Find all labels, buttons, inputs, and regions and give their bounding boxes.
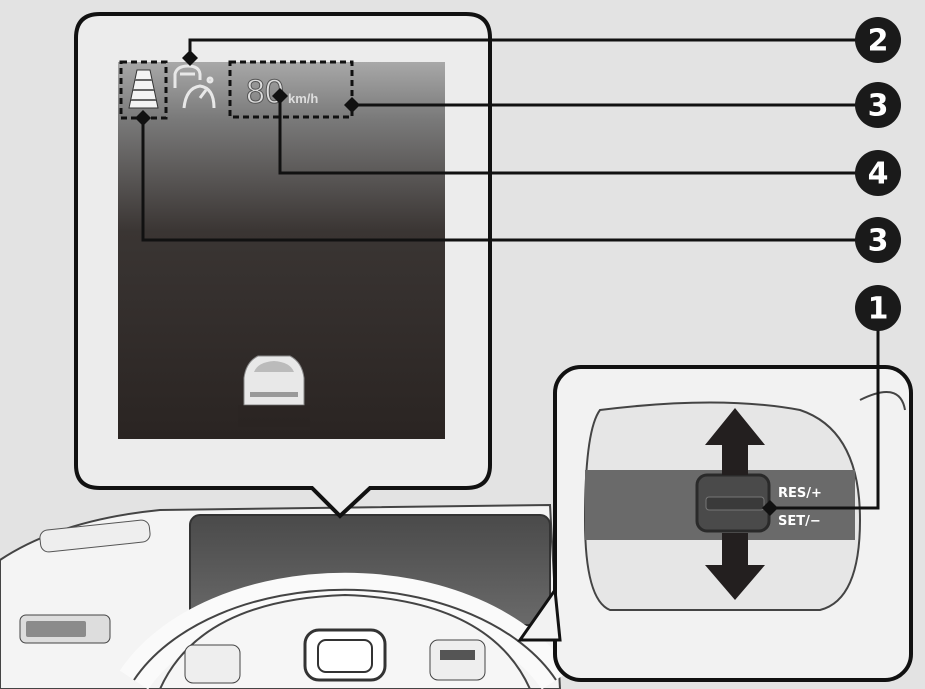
res-label: RES/+ — [778, 486, 822, 501]
svg-text:4: 4 — [868, 157, 889, 192]
arrow-down-icon — [705, 533, 765, 600]
callout-3b: 3 — [855, 217, 901, 263]
callout-3a: 3 — [855, 82, 901, 128]
arrow-up-icon — [705, 408, 765, 475]
callout-1: 1 — [855, 285, 901, 331]
callout-4: 4 — [855, 150, 901, 196]
svg-text:1: 1 — [868, 292, 889, 327]
leader-diamonds — [135, 50, 778, 516]
display-callout-bubble: 80 km/h — [74, 12, 492, 519]
dashboard-drawing — [0, 503, 571, 689]
set-speed-unit: km/h — [288, 91, 318, 106]
set-speed-value: 80 — [246, 73, 284, 111]
set-speed-box: 80 km/h — [228, 60, 354, 119]
svg-text:2: 2 — [868, 24, 889, 59]
lead-vehicle-icon — [238, 355, 310, 427]
cruise-control-indicator — [173, 64, 216, 109]
callout-2: 2 — [855, 17, 901, 63]
set-label: SET/− — [778, 514, 821, 529]
svg-text:3: 3 — [868, 89, 889, 124]
switch-inset: RES/+ SET/− — [517, 365, 913, 682]
svg-text:3: 3 — [868, 224, 889, 259]
